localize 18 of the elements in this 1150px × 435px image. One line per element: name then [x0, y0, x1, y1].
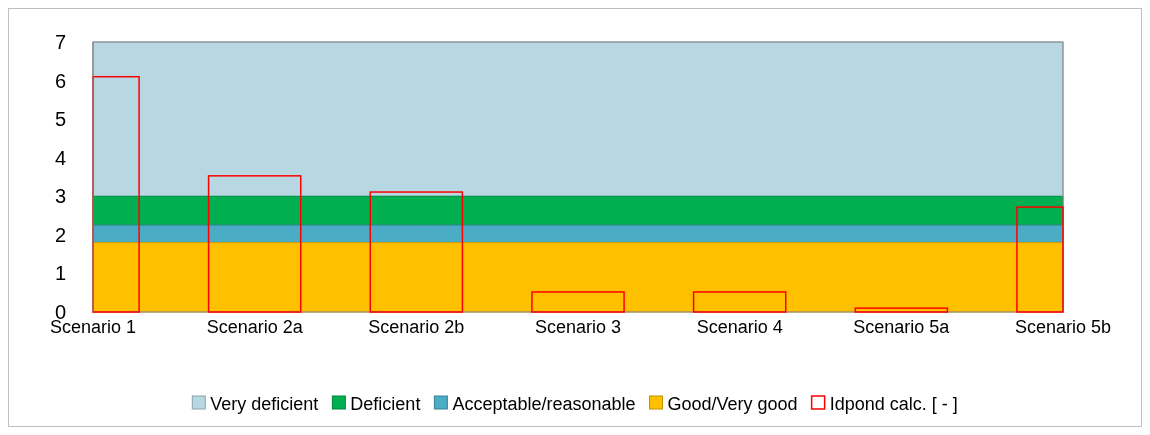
y-tick-label: 7: [54, 31, 66, 53]
x-tick-label: Scenario 5a: [853, 317, 950, 337]
x-tick-label: Scenario 2b: [368, 317, 465, 337]
y-tick-label: 5: [54, 108, 66, 131]
y-tick-label: 6: [54, 69, 66, 92]
x-tick-label: Scenario 4: [696, 317, 783, 337]
x-tick-label: Scenario 3: [534, 317, 622, 337]
y-tick-label: 2: [54, 223, 66, 246]
legend-label: Good/Very good: [667, 394, 798, 414]
x-tick-label: Scenario 5b: [1014, 317, 1112, 337]
legend-label: Deficient: [350, 394, 421, 414]
y-tick-label: 4: [54, 146, 66, 169]
legend-label: Idpond calc. [ - ]: [829, 394, 958, 414]
y-tick-label: 1: [54, 262, 66, 285]
x-tick-label: Scenario 2a: [206, 317, 303, 337]
legend-label: Very deficient: [210, 394, 319, 414]
legend-label: Acceptable/reasonable: [452, 394, 636, 414]
y-tick-label: 3: [54, 185, 66, 208]
